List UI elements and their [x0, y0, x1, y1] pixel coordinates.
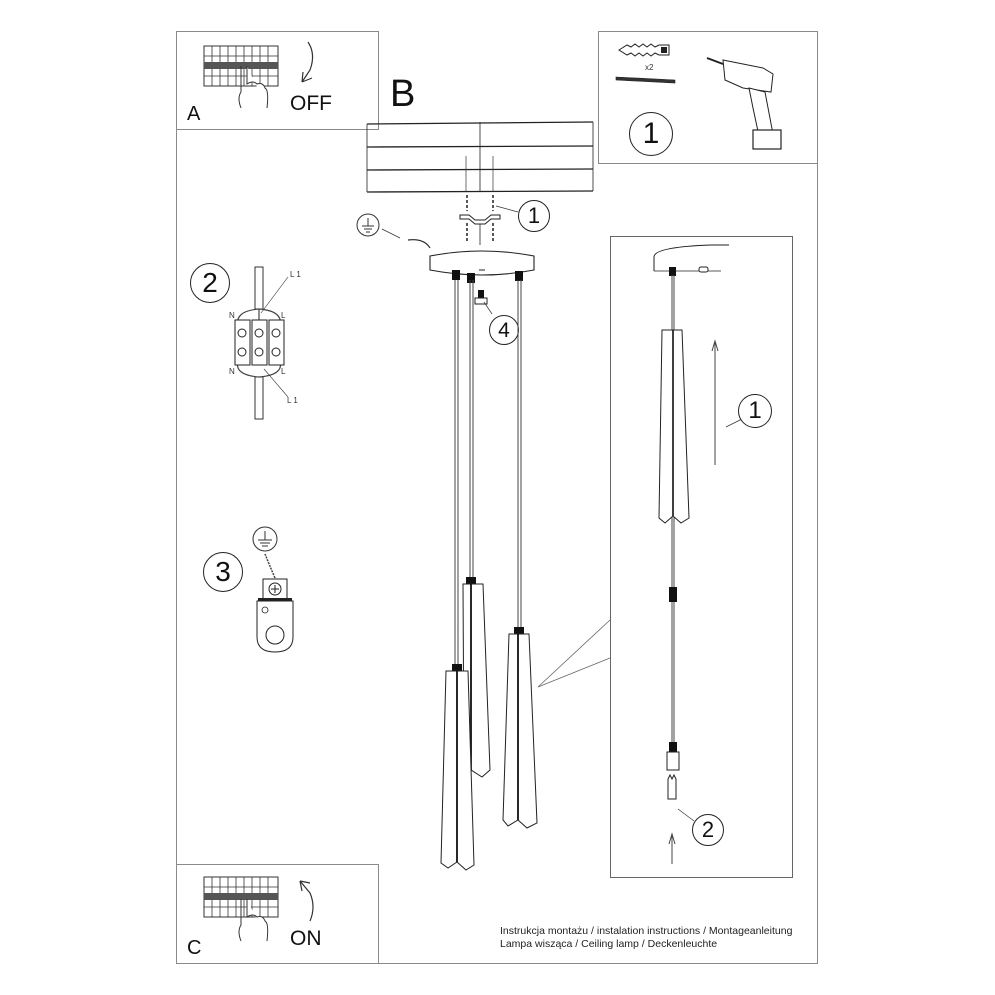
step-1-number: 1: [642, 117, 660, 150]
step-3-badge: 3: [203, 552, 243, 592]
pendant-lamps-drawing: [440, 280, 611, 871]
terminal-block-icon: [234, 266, 289, 420]
cord-lock-callout-4: 4: [489, 315, 519, 345]
pendant-shade-left: [440, 664, 475, 871]
screw-icon: [615, 76, 676, 84]
panel-b-label-box: B: [378, 31, 600, 119]
panel-a-action-off: OFF: [290, 92, 332, 115]
ground-terminal-icon: [252, 526, 294, 653]
step-3-number: 3: [215, 556, 231, 587]
panel-a-power-off: A OFF: [176, 31, 379, 130]
footer-product-name: Lampa wisząca / Ceiling lamp / Deckenleu…: [500, 938, 718, 950]
step-2-badge: 2: [190, 263, 230, 303]
leader-line: [495, 205, 519, 213]
wire-label-l1-bottom: L 1: [287, 396, 298, 405]
footer-instructions-title: Instrukcja montażu / instalation instruc…: [500, 925, 793, 937]
cord-lock-icon: [474, 290, 493, 315]
wall-plug-icon: [618, 43, 670, 57]
quantity-label: x2: [645, 63, 654, 72]
arrow-up-icon: [711, 339, 719, 465]
wire-label-l-bottom: L: [281, 367, 286, 376]
panel-tools: x2 1: [598, 31, 818, 164]
hand-pointing-icon: [238, 66, 269, 109]
panel-c-letter: C: [187, 937, 202, 959]
cord-lock-callout-number: 4: [498, 318, 510, 342]
bracket-callout-1: 1: [518, 200, 550, 232]
document-footer: Instrukcja montażu / instalation instruc…: [500, 925, 792, 951]
wire-label-n-bottom: N: [229, 367, 235, 376]
leader-line: [677, 808, 695, 822]
arrow-up-icon: [668, 832, 676, 864]
panel-b-divider: [378, 31, 379, 119]
panel-c-power-on: C ON: [176, 864, 379, 964]
raise-shade-callout-number: 1: [748, 397, 762, 424]
mounting-bracket-icon: [459, 195, 501, 245]
connector-callout-2: 2: [692, 814, 724, 846]
hand-pointing-icon: [238, 899, 269, 942]
ceiling-panel-drawing: [366, 121, 594, 193]
wire-label-l1-top: L 1: [290, 270, 301, 279]
wire-label-l-top: L: [281, 311, 286, 320]
arrow-down-curved-icon: [301, 41, 314, 83]
detail-cable-and-shade: [658, 275, 690, 800]
ground-symbol-icon: [356, 213, 431, 249]
ceiling-canopy: [429, 250, 535, 283]
panel-a-letter: A: [187, 103, 201, 125]
detail-canopy: [653, 244, 729, 276]
step-1-badge: 1: [629, 112, 673, 156]
panel-b-letter: B: [390, 73, 416, 115]
power-drill-icon: [706, 57, 782, 150]
raise-shade-callout-1: 1: [738, 394, 772, 428]
bracket-callout-number: 1: [527, 203, 541, 228]
detail-panel: 1 2: [610, 236, 793, 878]
step-2-number: 2: [202, 267, 218, 298]
pendant-shade-right: [502, 627, 538, 829]
connector-callout-number: 2: [701, 817, 715, 842]
wire-label-n-top: N: [229, 311, 235, 320]
arrow-up-curved-icon: [299, 880, 314, 922]
panel-c-action-on: ON: [290, 927, 322, 950]
